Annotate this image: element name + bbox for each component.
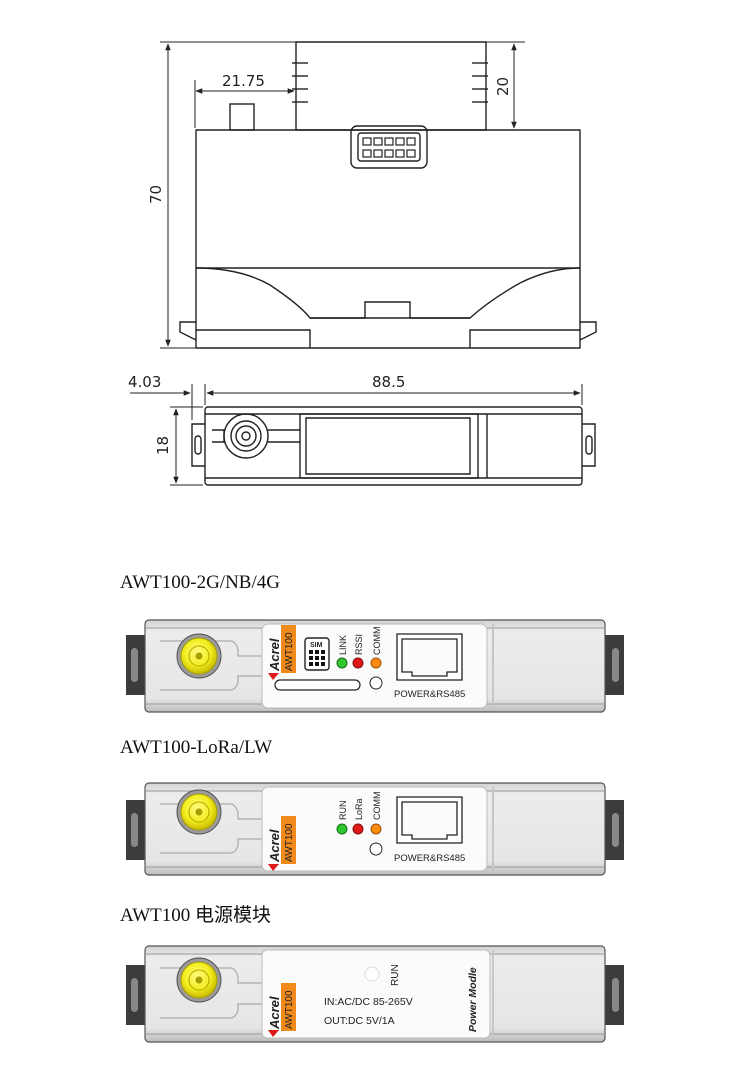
caption-2g-nb-4g: AWT100-2G/NB/4G — [120, 572, 280, 593]
acrel-logo-icon — [268, 1030, 279, 1037]
power-input-spec: IN:AC/DC 85-265V — [324, 996, 413, 1008]
port-label: POWER&RS485 — [394, 853, 465, 864]
reset-hole — [369, 842, 383, 856]
acrel-logo-icon — [268, 864, 279, 871]
slot-opening — [274, 679, 361, 691]
port-label: POWER&RS485 — [394, 689, 465, 700]
caption-lora-lw: AWT100-LoRa/LW — [120, 737, 273, 758]
led-comm-orange — [370, 823, 382, 835]
dim-offset-left: 4.03 — [128, 373, 161, 391]
module-power: AWT100 Acrel RUN IN:AC/DC 85-265V OUT:DC… — [126, 945, 624, 1043]
power-output-spec: OUT:DC 5V/1A — [324, 1015, 395, 1027]
front-elevation-drawing — [179, 41, 597, 349]
led-label-link: LINK — [338, 635, 348, 655]
power-side-label: Power Modle — [467, 967, 479, 1032]
connector-pins — [362, 137, 416, 158]
led-run-green — [336, 823, 348, 835]
acrel-logo-icon — [268, 673, 279, 680]
module3-brand: Acrel — [267, 996, 282, 1030]
led-lora-red — [352, 823, 364, 835]
module2-model: AWT100 — [284, 823, 295, 862]
reset-hole — [369, 676, 383, 690]
rj45-port — [396, 796, 463, 844]
led-label-run: RUN — [338, 801, 348, 821]
side-elevation-drawing — [191, 406, 596, 486]
dim-right-top: 20 — [494, 77, 512, 96]
led-label-lora: LoRa — [354, 798, 364, 820]
dimension-lines-side — [130, 384, 583, 486]
module1-model: AWT100 — [284, 632, 295, 671]
module-2g-nb-4g: AWT100 Acrel SIM LINK RSSI COMM POWER&RS… — [126, 619, 624, 713]
dim-height-left: 70 — [147, 185, 165, 204]
dim-width-top: 21.75 — [222, 72, 265, 90]
led-rssi-red — [352, 657, 364, 669]
led-label-rssi: RSSI — [354, 634, 364, 655]
caption-power-module: AWT100 电源模块 — [120, 905, 271, 926]
module-lora-lw: AWT100 Acrel RUN LoRa COMM POWER&RS485 — [126, 782, 624, 876]
led-label-comm: COMM — [372, 627, 382, 656]
dimension-lines-top — [160, 41, 525, 349]
dim-length: 88.5 — [372, 373, 405, 391]
led-comm-orange — [370, 657, 382, 669]
module2-brand: Acrel — [267, 829, 282, 863]
led-link-green — [336, 657, 348, 669]
led-label-run: RUN — [390, 964, 401, 986]
sim-label: SIM — [310, 642, 323, 649]
led-run-off — [364, 966, 380, 982]
sim-slot-icon — [309, 650, 325, 666]
led-label-comm: COMM — [372, 792, 382, 821]
module3-model: AWT100 — [284, 990, 295, 1029]
module1-brand: Acrel — [267, 638, 282, 672]
rj45-port — [396, 633, 463, 681]
dim-depth: 18 — [154, 436, 172, 455]
